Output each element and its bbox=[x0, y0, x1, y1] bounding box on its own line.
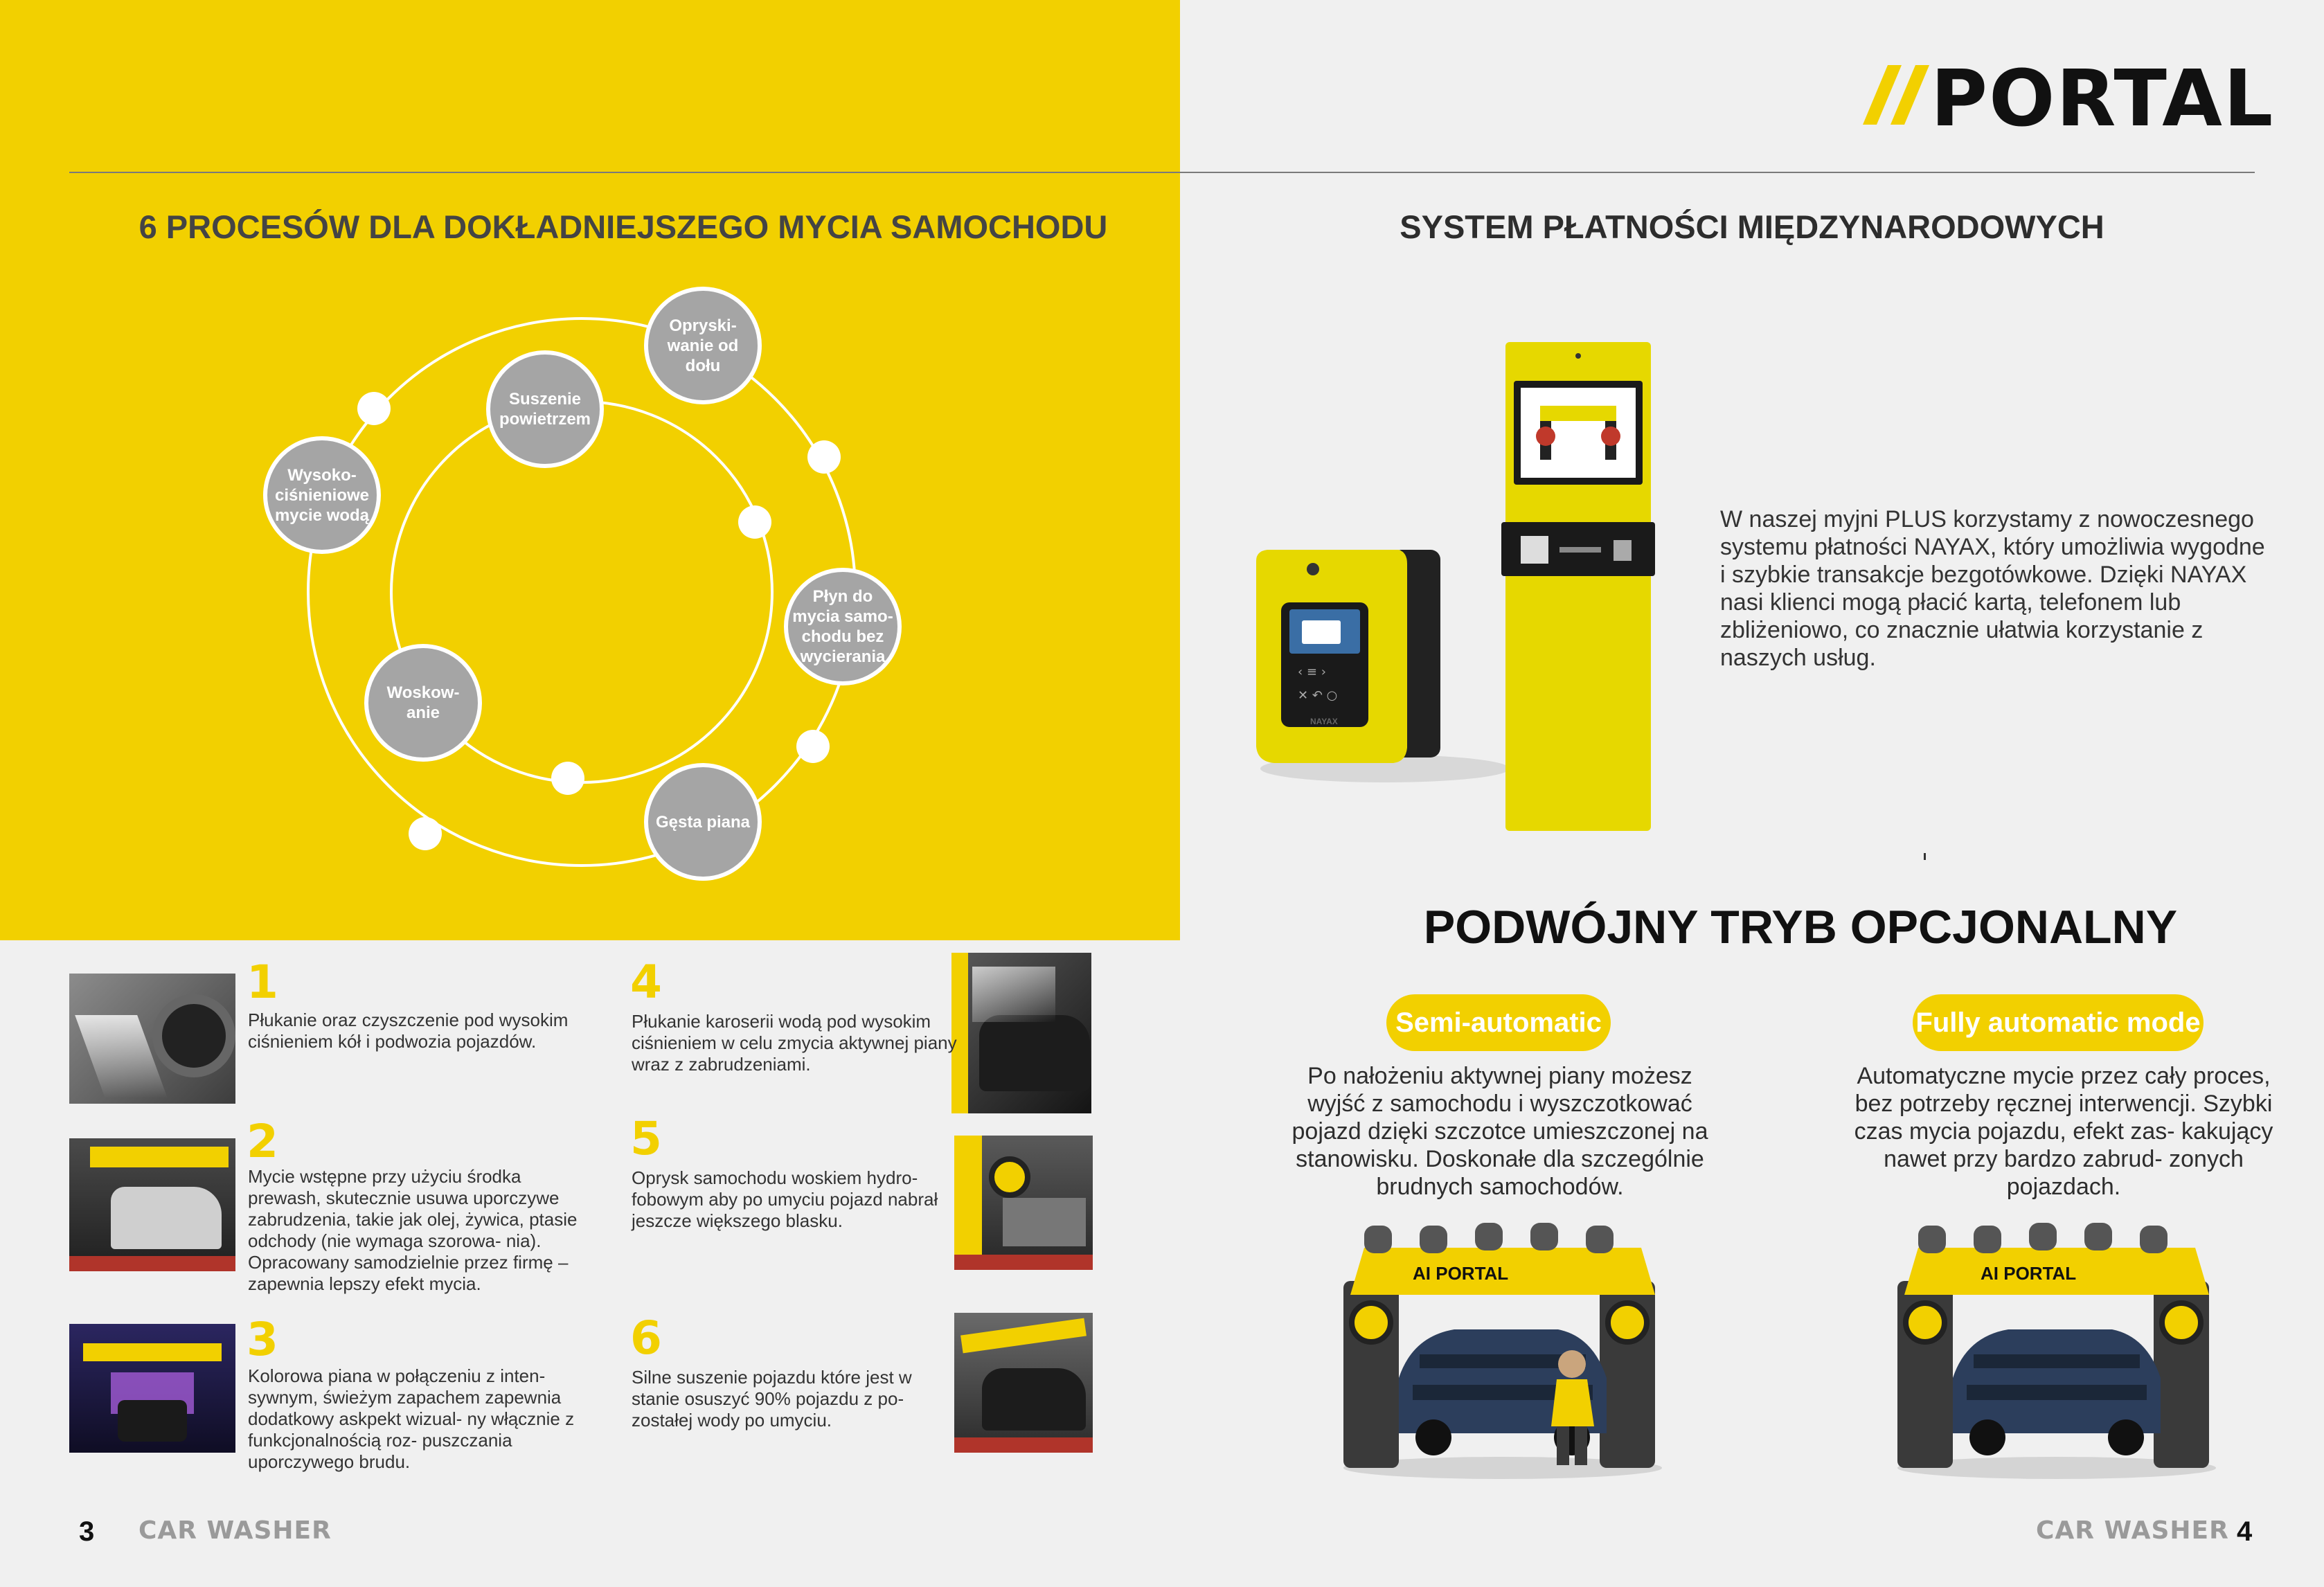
svg-text:✕ ↶ ○: ✕ ↶ ○ bbox=[1298, 688, 1337, 703]
processes-heading: 6 PROCESÓW DLA DOKŁADNIEJSZEGO MYCIA SAM… bbox=[138, 208, 1108, 245]
svg-text:NAYAX: NAYAX bbox=[1310, 717, 1338, 726]
cycle-dot bbox=[551, 762, 584, 795]
step-4-text: Płukanie karoserii wodą pod wysokim ciśn… bbox=[632, 1011, 957, 1075]
step-1-number: 1 bbox=[247, 956, 278, 1009]
cycle-dot bbox=[357, 392, 391, 425]
footer-label-left: CAR WASHER bbox=[138, 1516, 332, 1545]
step-4-photo bbox=[951, 953, 1091, 1113]
page-number-left: 3 bbox=[79, 1516, 95, 1547]
page-number-right: 4 bbox=[2237, 1516, 2253, 1547]
svg-text:AI PORTAL: AI PORTAL bbox=[1981, 1263, 2076, 1284]
step-4-number: 4 bbox=[630, 956, 662, 1009]
nayax-description: W naszej myjni PLUS korzystamy z nowocze… bbox=[1720, 506, 2265, 671]
process-no-wipe-fluid: Płyn do mycia samo- chodu bez wycierania bbox=[784, 568, 902, 685]
semi-automatic-machine-illustration: AI PORTAL bbox=[1343, 1223, 1662, 1479]
fully-automatic-machine-illustration: AI PORTAL bbox=[1897, 1223, 2216, 1479]
step-3-text: Kolorowa piana w połączeniu z inten- syw… bbox=[248, 1365, 575, 1472]
step-6-number: 6 bbox=[630, 1311, 662, 1365]
step-1-text: Płukanie oraz czyszczenie pod wysokim ci… bbox=[248, 1010, 569, 1052]
svg-text:‹ ≡ ›: ‹ ≡ › bbox=[1298, 665, 1326, 679]
cycle-dot bbox=[409, 817, 442, 850]
card-terminal-icon: ‹ ≡ › ✕ ↶ ○ NAYAX bbox=[1256, 550, 1510, 782]
portal-logo: PORTAL bbox=[1863, 60, 2273, 138]
nayax-payment-devices: ‹ ≡ › ✕ ↶ ○ NAYAX bbox=[1256, 342, 1655, 831]
process-thick-foam: Gęsta piana bbox=[644, 763, 762, 881]
semi-automatic-badge: Semi-automatic bbox=[1386, 994, 1611, 1051]
step-2-photo bbox=[69, 1138, 235, 1271]
process-high-pressure-wash: Wysoko- ciśnieniowe mycie wodą bbox=[263, 436, 381, 554]
process-cycle-diagram: Opryski- wanie od dołu Suszenie powietrz… bbox=[263, 277, 942, 900]
header-rule bbox=[69, 172, 2255, 173]
step-5-photo bbox=[954, 1136, 1093, 1270]
logo-text: PORTAL bbox=[1931, 54, 2275, 144]
step-5-text: Oprysk samochodu woskiem hydro- fobowym … bbox=[632, 1167, 938, 1231]
ai-logo-mark-icon bbox=[1863, 65, 1929, 125]
step-6-text: Silne suszenie pojazdu które jest w stan… bbox=[632, 1367, 912, 1431]
step-2-text: Mycie wstępne przy użyciu środka prewash… bbox=[248, 1166, 578, 1294]
payment-kiosk-icon bbox=[1501, 342, 1655, 831]
cycle-dot bbox=[738, 505, 771, 539]
step-1-photo bbox=[69, 974, 235, 1104]
payment-heading: SYSTEM PŁATNOŚCI MIĘDZYNARODOWYCH bbox=[1400, 208, 2104, 245]
semi-automatic-description: Po nałożeniu aktywnej piany możesz wyjść… bbox=[1291, 1063, 1708, 1200]
svg-text:AI PORTAL: AI PORTAL bbox=[1413, 1263, 1508, 1284]
process-waxing: Woskow- anie bbox=[364, 644, 482, 762]
cycle-dot bbox=[807, 440, 841, 474]
step-3-number: 3 bbox=[247, 1313, 278, 1366]
fully-automatic-badge: Fully automatic mode bbox=[1913, 994, 2204, 1051]
stray-mark bbox=[1924, 853, 1926, 860]
step-6-photo bbox=[954, 1313, 1093, 1453]
step-5-number: 5 bbox=[630, 1112, 662, 1165]
dual-mode-heading: PODWÓJNY TRYB OPCJONALNY bbox=[1423, 901, 2178, 953]
step-2-number: 2 bbox=[247, 1115, 278, 1168]
process-underbody-spray: Opryski- wanie od dołu bbox=[644, 287, 762, 404]
cycle-dot bbox=[796, 730, 830, 763]
step-3-photo bbox=[69, 1324, 235, 1453]
process-air-drying: Suszenie powietrzem bbox=[486, 350, 604, 468]
fully-automatic-description: Automatyczne mycie przez cały proces, be… bbox=[1854, 1063, 2273, 1200]
footer-label-right: CAR WASHER bbox=[2036, 1516, 2229, 1545]
